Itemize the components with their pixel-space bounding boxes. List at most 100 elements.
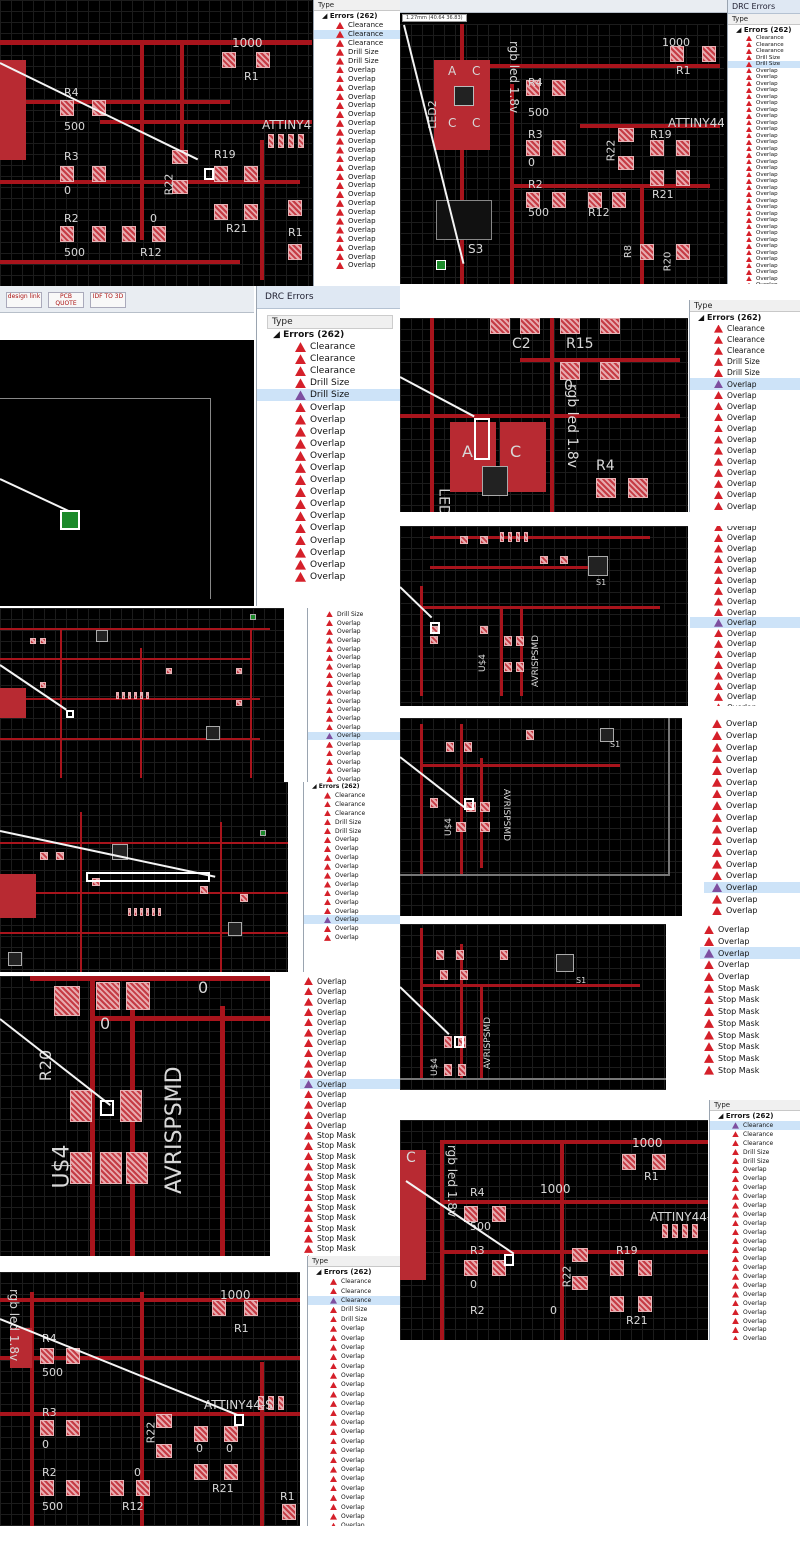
- errors-group[interactable]: ◢ Errors (262): [736, 26, 792, 34]
- drc-error-row[interactable]: Overlap: [308, 1343, 400, 1352]
- drc-error-row[interactable]: Clearance: [710, 1130, 800, 1139]
- drc-error-row[interactable]: Clearance: [710, 1139, 800, 1148]
- drc-error-row[interactable]: Drill Size: [308, 610, 400, 619]
- drc-error-row[interactable]: Overlap: [690, 702, 800, 706]
- drc-error-row[interactable]: Overlap: [704, 776, 800, 788]
- drc-error-row[interactable]: Overlap: [700, 924, 800, 936]
- drc-error-row[interactable]: Overlap: [304, 853, 400, 862]
- drc-error-row[interactable]: Overlap: [308, 731, 400, 741]
- drc-error-row[interactable]: Overlap: [308, 1390, 400, 1399]
- drc-error-row[interactable]: Overlap: [704, 812, 800, 824]
- drc-error-row[interactable]: Overlap: [690, 681, 800, 692]
- drc-error-row[interactable]: Drill Size: [308, 1315, 400, 1324]
- drc-error-row[interactable]: Overlap: [308, 1484, 400, 1493]
- errors-group[interactable]: ◢ Errors (262): [312, 783, 360, 790]
- drc-error-row[interactable]: Overlap: [257, 498, 400, 510]
- drc-error-row[interactable]: Clearance: [257, 353, 400, 365]
- drc-error-row[interactable]: Overlap: [304, 862, 400, 871]
- drc-error-row[interactable]: Overlap: [728, 276, 800, 283]
- drc-error-row[interactable]: Overlap: [308, 1493, 400, 1502]
- drc-error-row[interactable]: Overlap: [308, 1512, 400, 1521]
- drc-error-row[interactable]: Overlap: [314, 172, 400, 181]
- drc-error-row[interactable]: Overlap: [710, 1317, 800, 1326]
- drc-error-row[interactable]: Overlap: [690, 401, 800, 412]
- drc-error-row[interactable]: Overlap: [300, 1110, 400, 1120]
- drc-error-row[interactable]: Overlap: [308, 1465, 400, 1474]
- tree-expand-icon[interactable]: ◢: [316, 1268, 324, 1276]
- drc-error-row[interactable]: Overlap: [710, 1245, 800, 1254]
- drc-error-row[interactable]: Overlap: [314, 243, 400, 252]
- drc-error-row[interactable]: Overlap: [690, 554, 800, 565]
- drc-error-row[interactable]: Overlap: [704, 893, 800, 905]
- drc-error-row[interactable]: Overlap: [710, 1254, 800, 1263]
- drc-error-row[interactable]: Overlap: [728, 133, 800, 140]
- drc-error-row[interactable]: Overlap: [314, 199, 400, 208]
- drc-error-row[interactable]: Overlap: [300, 976, 400, 986]
- drc-error-row[interactable]: Overlap: [690, 423, 800, 434]
- drc-error-row[interactable]: Overlap: [728, 74, 800, 81]
- drc-error-row[interactable]: Overlap: [690, 543, 800, 554]
- drc-error-row[interactable]: Overlap: [704, 858, 800, 870]
- drc-error-row[interactable]: Overlap: [704, 870, 800, 882]
- drc-error-row[interactable]: Overlap: [728, 81, 800, 88]
- drc-error-row[interactable]: Clearance: [728, 42, 800, 49]
- type-column-header[interactable]: Type: [308, 1256, 400, 1267]
- drc-error-row[interactable]: Clearance: [304, 800, 400, 809]
- drc-error-row[interactable]: Overlap: [308, 688, 400, 697]
- drc-error-row[interactable]: Overlap: [690, 639, 800, 650]
- drc-error-row[interactable]: Overlap: [308, 1455, 400, 1464]
- board-canvas[interactable]: [0, 782, 288, 972]
- drc-error-row[interactable]: Drill Size: [308, 1305, 400, 1314]
- drc-error-row[interactable]: Overlap: [257, 559, 400, 571]
- drc-error-row[interactable]: Overlap: [710, 1237, 800, 1246]
- board-canvas[interactable]: 1000 R1 rgb led 1.8v R4 500 R3 0 R2 500 …: [0, 1272, 300, 1526]
- drc-error-row[interactable]: Overlap: [308, 1418, 400, 1427]
- drc-error-row[interactable]: Overlap: [308, 1502, 400, 1511]
- drc-error-row[interactable]: Overlap: [308, 653, 400, 662]
- drc-error-row[interactable]: Overlap: [304, 835, 400, 844]
- drc-error-row[interactable]: Overlap: [728, 269, 800, 276]
- drc-error-row[interactable]: Stop Mask: [700, 1029, 800, 1041]
- drc-error-row[interactable]: Overlap: [314, 92, 400, 101]
- drc-error-row[interactable]: Overlap: [728, 250, 800, 257]
- drc-error-row[interactable]: Overlap: [704, 718, 800, 730]
- drc-error-row[interactable]: Overlap: [314, 225, 400, 234]
- drc-error-row[interactable]: Overlap: [314, 261, 400, 270]
- drc-error-row[interactable]: Stop Mask: [300, 1151, 400, 1161]
- board-canvas[interactable]: 1000 R1 C rgb led 1.8v R4 500 R3 0 R2 0 …: [400, 1120, 708, 1340]
- drc-error-row[interactable]: Overlap: [690, 412, 800, 423]
- drc-error-row[interactable]: Overlap: [690, 564, 800, 575]
- drc-error-row[interactable]: Overlap: [308, 740, 400, 749]
- design-link-button[interactable]: design link: [6, 292, 42, 308]
- drc-error-row[interactable]: Overlap: [690, 378, 800, 390]
- drc-error-row[interactable]: Overlap: [257, 450, 400, 462]
- drc-error-row[interactable]: Overlap: [300, 1017, 400, 1027]
- drc-error-row[interactable]: Overlap: [704, 823, 800, 835]
- board-canvas[interactable]: 0 0 R20 AVRISPSMD U$4: [0, 976, 270, 1256]
- board-canvas[interactable]: S1 AVRISPSMD U$4: [400, 526, 688, 706]
- drc-error-row[interactable]: Overlap: [704, 905, 800, 916]
- drc-error-row[interactable]: Overlap: [728, 94, 800, 101]
- drc-error-row[interactable]: Overlap: [704, 847, 800, 859]
- type-column-header[interactable]: Type: [710, 1100, 800, 1111]
- drc-error-row[interactable]: Overlap: [308, 1362, 400, 1371]
- drc-error-row[interactable]: Overlap: [300, 997, 400, 1007]
- drc-error-row[interactable]: Overlap: [728, 237, 800, 244]
- drc-error-row[interactable]: Overlap: [690, 692, 800, 703]
- drc-error-row[interactable]: Overlap: [728, 198, 800, 205]
- drc-error-row[interactable]: Overlap: [690, 478, 800, 489]
- drc-error-row[interactable]: Drill Size: [728, 55, 800, 62]
- drc-error-row[interactable]: Overlap: [728, 172, 800, 179]
- drc-error-row[interactable]: Overlap: [308, 1408, 400, 1417]
- drc-error-row[interactable]: Overlap: [690, 628, 800, 639]
- drc-error-row[interactable]: Overlap: [308, 714, 400, 723]
- drc-error-row[interactable]: Overlap: [728, 211, 800, 218]
- drc-error-row[interactable]: Clearance: [304, 809, 400, 818]
- errors-group[interactable]: ◢ Errors (262): [698, 313, 762, 322]
- errors-group[interactable]: ◢ Errors (262): [273, 330, 345, 340]
- drc-error-row[interactable]: Overlap: [690, 575, 800, 586]
- drc-error-row[interactable]: Stop Mask: [700, 994, 800, 1006]
- drc-error-row[interactable]: Overlap: [690, 607, 800, 618]
- drc-error-row[interactable]: Overlap: [728, 139, 800, 146]
- drc-error-row[interactable]: Overlap: [728, 178, 800, 185]
